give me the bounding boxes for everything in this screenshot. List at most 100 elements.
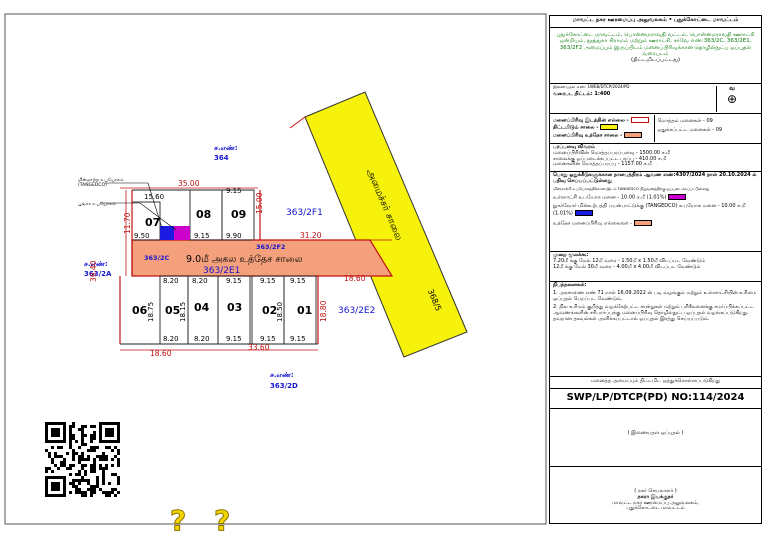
qr-module	[51, 461, 54, 464]
dim-915c: 9.15	[226, 277, 242, 285]
dim-3500: 35.00	[178, 179, 200, 188]
qr-module	[96, 485, 99, 488]
conditions-title: நிபந்தனைகள்:	[553, 282, 587, 288]
condition-1: 1. அரசாணை எண் 71 நாள் 16.09.2022 ன் படி …	[553, 289, 757, 302]
qr-module	[93, 485, 96, 488]
panel-ref: இணையதள எண்: 1WEB/DTCP/2024/PD	[553, 84, 630, 89]
survey-2c: 363/2C	[144, 254, 169, 262]
qr-module	[102, 473, 105, 476]
qr-module	[90, 485, 93, 488]
qr-module	[54, 476, 57, 479]
qr-module	[105, 428, 108, 431]
panel-counts: மொத்தம் மனைகள் - 09 ஒதுக்கப்பட்ட மனைகள் …	[655, 115, 759, 142]
dim-3120: 31.20	[300, 231, 322, 240]
qr-module	[45, 437, 48, 440]
qr-module	[84, 470, 87, 473]
tangedco-plot	[160, 226, 174, 240]
qr-module	[111, 491, 114, 494]
plot-03: 03	[227, 301, 242, 314]
plot-04: 04	[194, 301, 210, 314]
qr-module	[99, 464, 102, 467]
qr-module	[63, 476, 66, 479]
qr-module	[81, 425, 84, 428]
qr-module	[99, 431, 102, 434]
panel-legend-row: மனைப்பிரிவு இடத்தின் எல்லை - திட்டமிடும்…	[550, 114, 761, 144]
qr-module	[48, 494, 51, 497]
panel-legend: மனைப்பிரிவு இடத்தின் எல்லை - திட்டமிடும்…	[553, 115, 655, 142]
qr-module	[90, 434, 93, 437]
qr-module	[69, 437, 72, 440]
qr-module	[60, 440, 63, 443]
qr-module	[105, 458, 108, 461]
question-mark-2: ?	[213, 504, 231, 538]
qr-module	[111, 422, 114, 425]
survey-2d-num: 363/2D	[270, 382, 298, 390]
qr-module	[54, 428, 57, 431]
qr-module	[51, 422, 54, 425]
qr-module	[90, 491, 93, 494]
qr-module	[105, 440, 108, 443]
qr-module	[63, 482, 66, 485]
qr-module	[117, 437, 120, 440]
qr-module	[54, 455, 57, 458]
allocation-tangedco: நுகர்வோர் மின்உற்பத்தி பயன்பாட்டுக்கு (T…	[553, 203, 746, 217]
layout-plan: அமைச்சர் சாலை 368/5 9.0மீ அகல உத்தேச சால…	[4, 13, 547, 525]
qr-module	[90, 440, 93, 443]
survey-2a-label: ச.எண்:	[84, 260, 108, 268]
qr-module	[63, 485, 66, 488]
qr-module	[78, 470, 81, 473]
qr-module	[99, 425, 102, 428]
survey-2e1: 363/2E1	[203, 266, 240, 276]
qr-module	[117, 449, 120, 452]
qr-module	[93, 488, 96, 491]
qr-module	[93, 449, 96, 452]
qr-module	[111, 488, 114, 491]
qr-module	[108, 440, 111, 443]
qr-module	[87, 488, 90, 491]
qr-module	[72, 452, 75, 455]
qr-module	[60, 455, 63, 458]
qr-module	[51, 494, 54, 497]
qr-module	[117, 458, 120, 461]
qr-module	[117, 491, 120, 494]
qr-module	[51, 440, 54, 443]
dim-1170: 11.70	[123, 212, 132, 234]
qr-module	[111, 428, 114, 431]
dim-820d: 8.20	[194, 335, 210, 343]
qr-module	[108, 428, 111, 431]
qr-module	[72, 479, 75, 482]
dim-915e: 9.15	[290, 277, 306, 285]
qr-module	[102, 479, 105, 482]
qr-module	[69, 467, 72, 470]
qr-module	[45, 482, 48, 485]
panel-fsi: முறை மூலக்கூ: 7.20மீ க்கு மேல் 12மீ வரை …	[550, 252, 761, 282]
qr-module	[75, 491, 78, 494]
dim-1500: 15.00	[255, 192, 264, 214]
dimension-lines	[120, 187, 392, 351]
qr-module	[72, 425, 75, 428]
sign-office: மாவட்ட நகர ஊரமைப்பு அலுவலகம்,	[612, 499, 699, 506]
dims-red: 35.00 31.20 18.60 18.60 33.60 15.00 11.7…	[89, 179, 366, 358]
dim-915g: 9.15	[260, 335, 276, 343]
qr-module	[51, 458, 54, 461]
qr-module	[114, 446, 117, 449]
survey-labels: ச.எண்: 364 ச.எண்: 363/2A ச.எண்: 363/2D 3…	[84, 144, 298, 390]
panel-scale: வரைபட திட்டம்: 1:400	[553, 90, 611, 97]
qr-module	[87, 479, 90, 482]
legend-tangedco-sub: (TANGEDCO)	[78, 182, 107, 188]
qr-module	[105, 446, 108, 449]
swatch-local	[668, 193, 687, 200]
dim-915b: 9.15	[194, 232, 210, 240]
qr-module	[81, 467, 84, 470]
qr-module	[102, 470, 105, 473]
qr-module	[78, 428, 81, 431]
qr-module	[81, 440, 84, 443]
director-sign: ( நகர் செயலாளர் ) நகரா இயக்குநர் மாவட்ட …	[550, 467, 761, 512]
qr-module	[60, 422, 63, 425]
area-road: சாலைக்கு ஒப்படைக்கப்பட்ட பரப்பு - 410.00…	[553, 155, 667, 162]
qr-module	[60, 461, 63, 464]
qr-module	[108, 446, 111, 449]
leader-2	[100, 202, 177, 231]
qr-module	[57, 488, 60, 491]
dim-1875: 18.75	[147, 302, 155, 322]
